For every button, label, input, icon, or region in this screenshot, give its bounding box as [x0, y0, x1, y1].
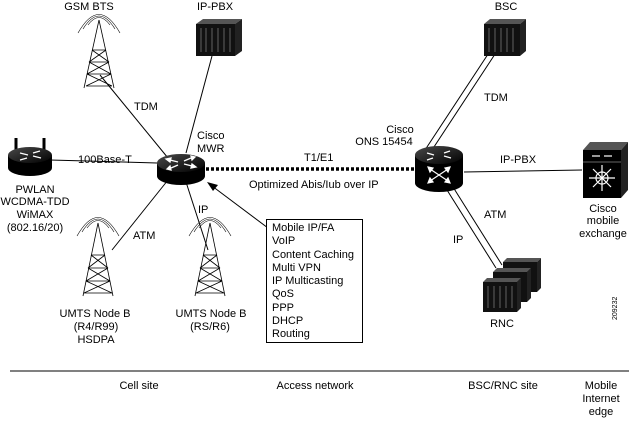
exchange-label-3: exchange — [579, 228, 627, 240]
tower-icon — [188, 217, 232, 297]
cisco-mwr-label-1: Cisco — [197, 130, 225, 142]
services-arrow — [207, 182, 269, 229]
exchange-label-2: mobile — [586, 215, 620, 227]
pwlan-label-3: WiMAX — [16, 209, 54, 221]
service-item: DHCP — [272, 315, 304, 328]
section-cell-site: Cell site — [119, 380, 159, 392]
tower-icon — [77, 14, 121, 89]
mobile-exchange-icon — [583, 142, 628, 198]
link-pwlan-mwr — [49, 159, 158, 164]
link-label-tdm-left: TDM — [134, 101, 158, 113]
link-label-t1e1: T1/E1 — [304, 152, 334, 164]
rnc-label: RNC — [490, 318, 514, 330]
ip-pbx-top-label: IP-PBX — [196, 1, 234, 13]
service-item: QoS — [272, 288, 295, 301]
link-umts1-mwr — [111, 179, 169, 251]
exchange-label-1: Cisco — [589, 203, 617, 215]
pwlan-label-4: (802.16/20) — [6, 222, 64, 234]
link-label-atm-left: ATM — [133, 230, 156, 242]
service-item: VoIP — [272, 235, 296, 248]
cisco-ons-label-1: Cisco — [386, 124, 414, 136]
section-mobile-edge-2: Internet — [582, 393, 620, 405]
section-mobile-edge-3: edge — [588, 406, 614, 418]
bsc-label: BSC — [494, 1, 518, 13]
link-label-ip-left: IP — [198, 204, 209, 216]
link-label-ip-right: IP — [453, 234, 464, 246]
service-item: PPP — [272, 301, 295, 314]
umts-b2-label-2: (RS/R6) — [190, 321, 230, 333]
pwlan-router-icon — [8, 138, 52, 176]
section-mobile-edge-1: Mobile — [584, 380, 618, 392]
service-item: Routing — [272, 328, 310, 341]
link-label-ip-pbx-right: IP-PBX — [500, 154, 537, 166]
link-ippbx-mwr — [185, 55, 213, 154]
umts-b2-label-1: UMTS Node B — [175, 308, 247, 320]
gsm-bts-label: GSM BTS — [64, 1, 114, 13]
cisco-mwr-router-icon — [157, 154, 205, 185]
pwlan-label-1: PWLAN — [15, 184, 55, 196]
bsc-rack-icon — [484, 19, 526, 56]
rnc-rack-icon — [483, 258, 541, 312]
link-umts2-mwr — [185, 181, 209, 251]
figure-number: 209232 — [612, 296, 619, 320]
connection-lines — [49, 55, 583, 251]
umts-b1-label-2: (R4/R99) — [73, 321, 119, 333]
link-ons-exchange — [463, 169, 583, 173]
link-label-tdm-right: TDM — [484, 92, 508, 104]
link-label-100base-t: 100Base-T — [78, 154, 132, 166]
umts-b1-label-1: UMTS Node B — [59, 308, 131, 320]
cisco-mwr-label-2: MWR — [197, 143, 225, 155]
pwlan-label-2: WCDMA-TDD — [0, 196, 70, 208]
cisco-ons-switch-icon — [415, 146, 463, 192]
service-item: Multi VPN — [272, 261, 321, 274]
cisco-ons-label-2: ONS 15454 — [355, 136, 413, 148]
link-label-optimized: Optimized Abis/Iub over IP — [249, 179, 379, 191]
section-bsc-rnc-site: BSC/RNC site — [468, 380, 538, 392]
services-list-box: Mobile IP/FA VoIP Content Caching Multi … — [266, 219, 363, 343]
section-access-network: Access network — [276, 380, 354, 392]
double-links — [424, 41, 503, 269]
service-item: IP Multicasting — [272, 275, 344, 288]
service-item: Content Caching — [272, 248, 354, 261]
ip-pbx-rack-icon — [196, 19, 242, 56]
service-item: Mobile IP/FA — [272, 222, 335, 234]
link-label-atm-right: ATM — [484, 209, 507, 221]
link-gsm-mwr — [99, 74, 169, 159]
umts-b1-label-3: HSDPA — [77, 334, 115, 346]
tower-icon — [76, 217, 120, 297]
